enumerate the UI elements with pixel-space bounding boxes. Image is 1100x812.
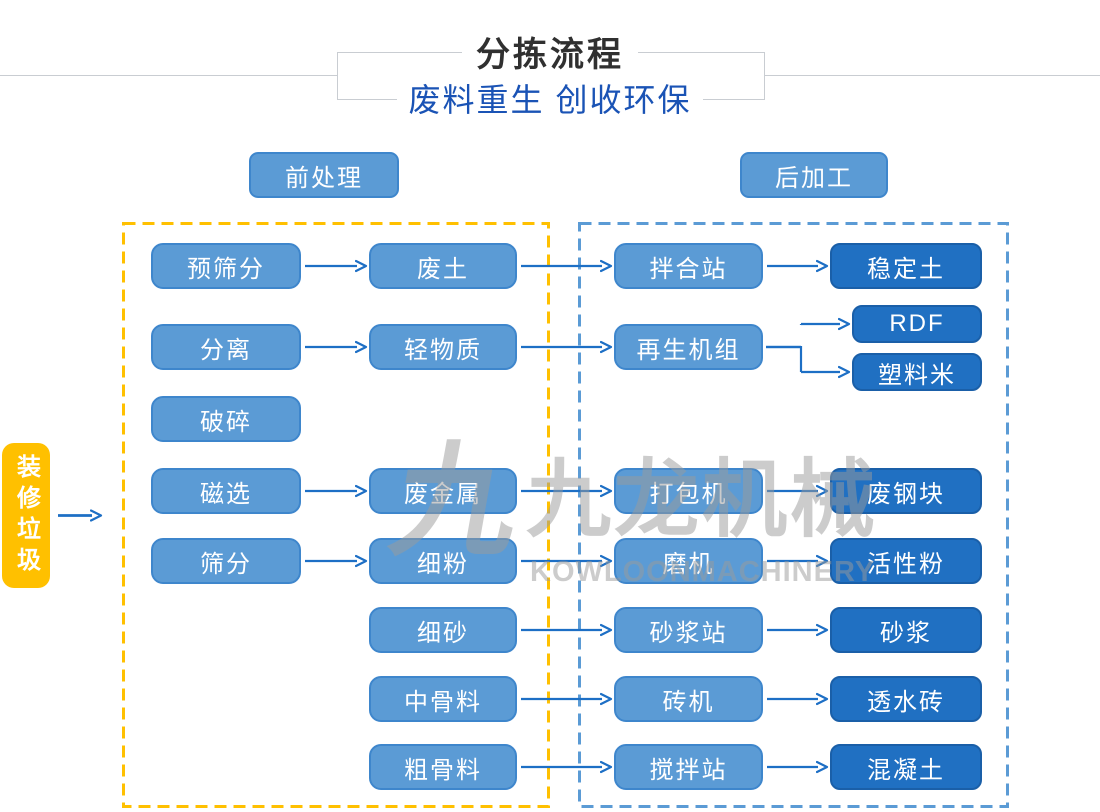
flow-node-d8: 混凝土 [830,744,982,790]
flow-node-d6: 砂浆 [830,607,982,653]
flow-node-a4: 磁选 [151,468,301,514]
flow-node-c1: 拌合站 [614,243,763,289]
flow-node-d2a: RDF [852,305,982,343]
pre-processing-button: 前处理 [249,152,399,198]
flow-node-c5: 磨机 [614,538,763,584]
flow-node-b6: 细砂 [369,607,517,653]
flow-node-a3: 破碎 [151,396,301,442]
flow-node-c6: 砂浆站 [614,607,763,653]
flow-node-b1: 废土 [369,243,517,289]
flow-node-c2: 再生机组 [614,324,763,370]
post-processing-button: 后加工 [740,152,888,198]
header-divider-right [765,75,1100,76]
flow-node-b4: 废金属 [369,468,517,514]
flow-node-d4: 废钢块 [830,468,982,514]
flow-node-b5: 细粉 [369,538,517,584]
page-title: 分拣流程 [0,38,1100,72]
flow-node-d2b: 塑料米 [852,353,982,391]
flow-node-d5: 活性粉 [830,538,982,584]
flow-node-a5: 筛分 [151,538,301,584]
flow-node-d7: 透水砖 [830,676,982,722]
flow-node-a1: 预筛分 [151,243,301,289]
flow-node-d1: 稳定土 [830,243,982,289]
flow-node-c4: 打包机 [614,468,763,514]
flow-node-c8: 搅拌站 [614,744,763,790]
flow-node-b2: 轻物质 [369,324,517,370]
header-divider-left [0,75,337,76]
flow-node-c7: 砖机 [614,676,763,722]
page-title-text: 分拣流程 [462,38,638,72]
source-box-renovation-waste: 装修垃圾 [2,443,50,588]
page-subtitle: 废料重生 创收环保 [0,84,1100,116]
flow-node-b8: 粗骨料 [369,744,517,790]
flow-node-a2: 分离 [151,324,301,370]
page-subtitle-text: 废料重生 创收环保 [396,84,704,116]
flow-node-b7: 中骨料 [369,676,517,722]
